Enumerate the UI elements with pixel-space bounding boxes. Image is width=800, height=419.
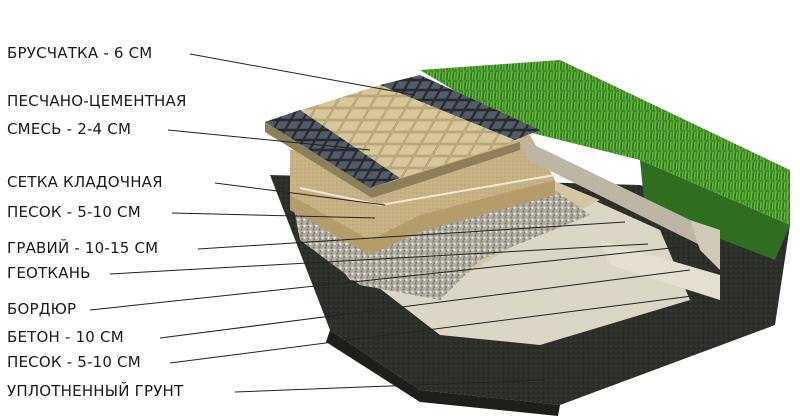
leader-line-sand_top — [171, 212, 376, 219]
label-masonry-mesh: СЕТКА КЛАДОЧНАЯ — [7, 173, 163, 191]
pavers-light — [270, 85, 520, 180]
pavers-front — [265, 122, 520, 198]
curb-front — [690, 220, 720, 270]
soil-side — [326, 330, 560, 416]
leader-line-pavers — [189, 53, 416, 96]
curb-top — [520, 138, 700, 245]
leader-lines — [89, 53, 701, 393]
sand-upper-front — [290, 180, 555, 255]
pavers-dark-right — [380, 75, 540, 140]
leader-line-soil — [234, 379, 546, 393]
label-curb: БОРДЮР — [7, 300, 77, 318]
label-sand-bottom: ПЕСОК - 5-10 СМ — [7, 353, 141, 371]
leader-line-concrete — [159, 269, 691, 339]
leader-line-mix — [167, 129, 371, 151]
leader-line-geotextile — [109, 243, 649, 275]
curb-base — [600, 240, 720, 300]
label-sand-top: ПЕСОК - 5-10 СМ — [7, 203, 141, 221]
label-sand-cement-mix-line1: ПЕСЧАНО-ЦЕМЕНТНАЯ — [7, 92, 187, 110]
label-gravel: ГРАВИЙ - 10-15 СМ — [7, 239, 159, 257]
label-concrete: БЕТОН - 10 СМ — [7, 328, 124, 346]
label-pavers: БРУСЧАТКА - 6 СМ — [7, 44, 153, 62]
leader-line-curb — [89, 245, 691, 311]
label-geotextile: ГЕОТКАНЬ — [7, 264, 91, 282]
grass-top — [420, 60, 790, 225]
leader-line-mesh — [214, 182, 386, 206]
leader-line-sand_bottom — [169, 294, 701, 364]
pavers-dark-left — [265, 110, 400, 188]
leader-line-gravel — [197, 221, 626, 250]
grass-front — [640, 160, 790, 260]
label-compacted-soil: УПЛОТНЕННЫЙ ГРУНТ — [7, 382, 184, 400]
label-sand-cement-mix-line2: СМЕСЬ - 2-4 СМ — [7, 120, 132, 138]
mesh-line — [299, 174, 556, 207]
